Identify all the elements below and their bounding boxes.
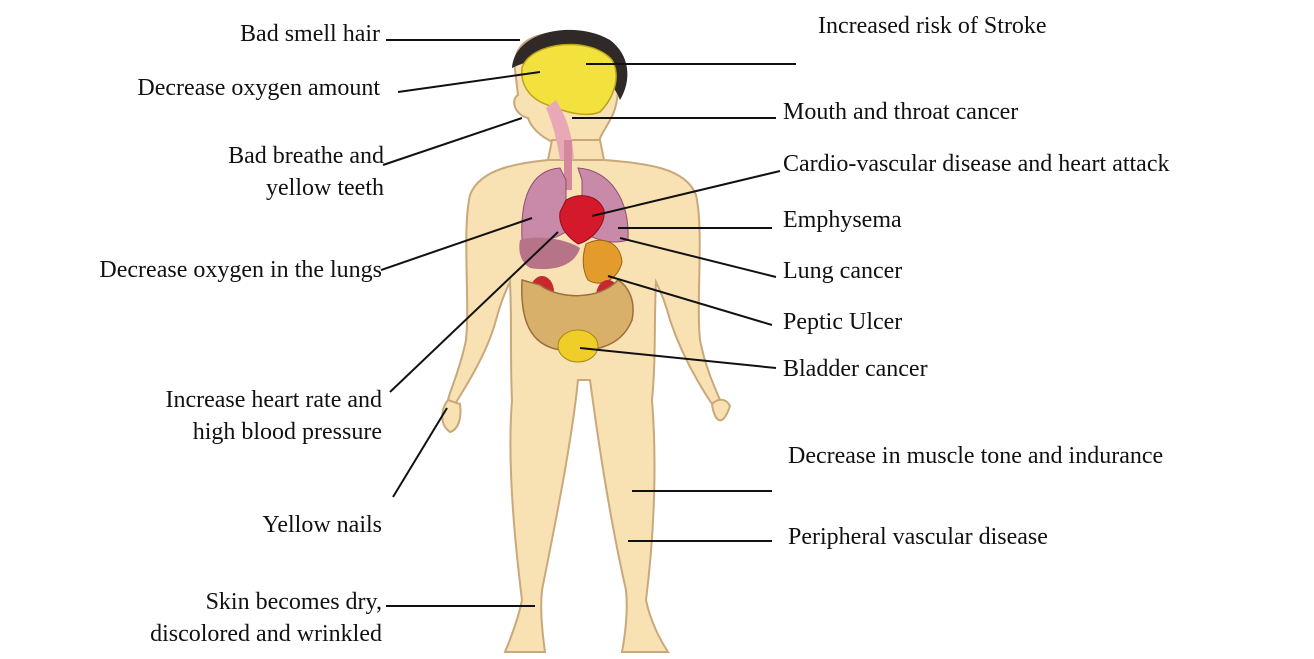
label-decrease-oxygen-lungs: Decrease oxygen in the lungs xyxy=(99,254,382,286)
label-text: Peptic Ulcer xyxy=(783,306,902,338)
label-bad-smell-hair: Bad smell hair xyxy=(240,18,380,50)
label-text: Increased risk of Stroke xyxy=(818,10,1047,42)
label-line-1: Bad breathe and xyxy=(228,140,384,172)
label-text: Peripheral vascular disease xyxy=(788,521,1048,553)
label-text: Bladder cancer xyxy=(783,353,928,385)
label-line-2: discolored and wrinkled xyxy=(150,618,382,650)
label-heart-rate: Increase heart rate and high blood press… xyxy=(165,384,382,448)
label-bad-breathe: Bad breathe and yellow teeth xyxy=(228,140,384,204)
label-text: Lung cancer xyxy=(783,255,902,287)
label-yellow-nails: Yellow nails xyxy=(262,509,382,541)
label-lung-cancer: Lung cancer xyxy=(783,255,902,287)
label-text: Decrease oxygen amount xyxy=(137,72,380,104)
label-mouth-throat: Mouth and throat cancer xyxy=(783,96,1018,128)
label-peripheral: Peripheral vascular disease xyxy=(788,521,1048,553)
label-line-1: Skin becomes dry, xyxy=(150,586,382,618)
label-text: Decrease oxygen in the lungs xyxy=(99,254,382,286)
label-cardio: Cardio-vascular disease and heart attack xyxy=(783,148,1169,180)
label-stroke: Increased risk of Stroke xyxy=(818,10,1047,42)
label-text: Yellow nails xyxy=(262,509,382,541)
label-muscle-tone: Decrease in muscle tone and indurance xyxy=(788,440,1163,472)
label-text: Bad smell hair xyxy=(240,18,380,50)
label-skin: Skin becomes dry, discolored and wrinkle… xyxy=(150,586,382,650)
label-emphysema: Emphysema xyxy=(783,204,902,236)
label-line-1: Increase heart rate and xyxy=(165,384,382,416)
label-text: Emphysema xyxy=(783,204,902,236)
label-line-2: yellow teeth xyxy=(228,172,384,204)
label-bladder-cancer: Bladder cancer xyxy=(783,353,928,385)
label-text: Cardio-vascular disease and heart attack xyxy=(783,148,1169,180)
label-peptic-ulcer: Peptic Ulcer xyxy=(783,306,902,338)
label-decrease-oxygen-amount: Decrease oxygen amount xyxy=(137,72,380,104)
label-line-2: high blood pressure xyxy=(165,416,382,448)
bladder xyxy=(558,330,598,362)
label-text: Mouth and throat cancer xyxy=(783,96,1018,128)
label-text: Decrease in muscle tone and indurance xyxy=(788,440,1163,472)
leader-bad-breathe xyxy=(383,118,522,165)
leader-yellow-nails xyxy=(393,408,447,497)
